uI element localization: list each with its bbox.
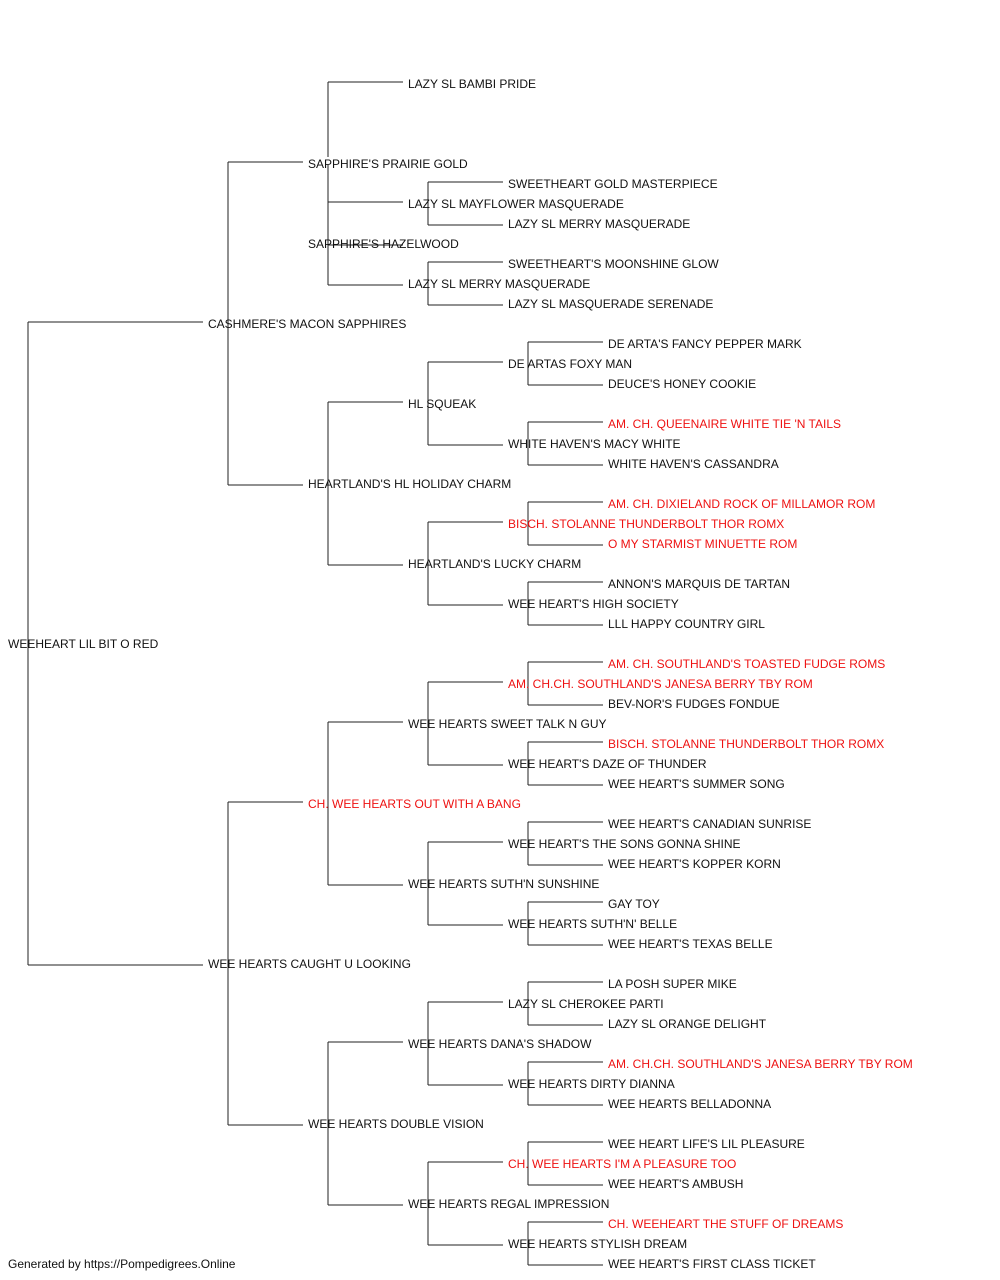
pedigree-entry: BISCH. STOLANNE THUNDERBOLT THOR ROMX	[608, 737, 885, 751]
pedigree-entry: AM. CH.CH. SOUTHLAND'S JANESA BERRY TBY …	[608, 1057, 913, 1071]
pedigree-entry: WEE HEARTS REGAL IMPRESSION	[408, 1197, 610, 1211]
pedigree-entry: DE ARTAS FOXY MAN	[508, 357, 633, 371]
pedigree-entry: HEARTLAND'S LUCKY CHARM	[408, 557, 582, 571]
pedigree-entry: WEE HEART'S TEXAS BELLE	[608, 937, 773, 951]
pedigree-entry: LAZY SL MASQUERADE SERENADE	[508, 297, 714, 311]
pedigree-entry: SAPPHIRE'S HAZELWOOD	[308, 237, 459, 251]
pedigree-entry: CASHMERE'S MACON SAPPHIRES	[208, 317, 407, 331]
pedigree-entry: WEE HEART'S DAZE OF THUNDER	[508, 757, 707, 771]
pedigree-entry: WEE HEART'S HIGH SOCIETY	[508, 597, 679, 611]
pedigree-entry: LAZY SL MAYFLOWER MASQUERADE	[408, 197, 624, 211]
pedigree-entry: BISCH. STOLANNE THUNDERBOLT THOR ROMX	[508, 517, 785, 531]
generator-credit: Generated by https://Pompedigrees.Online	[8, 1257, 236, 1271]
pedigree-entry: LAZY SL BAMBI PRIDE	[408, 77, 537, 91]
pedigree-entry: SAPPHIRE'S PRAIRIE GOLD	[308, 157, 468, 171]
pedigree-entry: WEE HEARTS SWEET TALK N GUY	[408, 717, 607, 731]
pedigree-entry: LA POSH SUPER MIKE	[608, 977, 737, 991]
pedigree-entry: SWEETHEART'S MOONSHINE GLOW	[508, 257, 719, 271]
pedigree-entry: WEEHEART LIL BIT O RED	[8, 637, 159, 651]
pedigree-entry: LAZY SL MERRY MASQUERADE	[408, 277, 591, 291]
pedigree-entry: AM. CH. QUEENAIRE WHITE TIE 'N TAILS	[608, 417, 841, 431]
pedigree-entry: SWEETHEART GOLD MASTERPIECE	[508, 177, 718, 191]
pedigree-entry: BEV-NOR'S FUDGES FONDUE	[608, 697, 780, 711]
pedigree-entry: LLL HAPPY COUNTRY GIRL	[608, 617, 765, 631]
pedigree-entry: CH. WEE HEARTS I'M A PLEASURE TOO	[508, 1157, 737, 1171]
pedigree-entry: HEARTLAND'S HL HOLIDAY CHARM	[308, 477, 512, 491]
pedigree-entry: CH. WEEHEART THE STUFF OF DREAMS	[608, 1217, 844, 1231]
pedigree-entry: WEE HEART LIFE'S LIL PLEASURE	[608, 1137, 805, 1151]
pedigree-entry: WEE HEARTS DIRTY DIANNA	[508, 1077, 675, 1091]
pedigree-entry: WEE HEART'S AMBUSH	[608, 1177, 744, 1191]
pedigree-entry: AM. CH. SOUTHLAND'S TOASTED FUDGE ROMS	[608, 657, 886, 671]
pedigree-entry: WEE HEART'S FIRST CLASS TICKET	[608, 1257, 816, 1271]
pedigree-entry: WEE HEARTS DOUBLE VISION	[308, 1117, 484, 1131]
pedigree-entry: WEE HEARTS SUTH'N SUNSHINE	[408, 877, 600, 891]
pedigree-entry: AM. CH.CH. SOUTHLAND'S JANESA BERRY TBY …	[508, 677, 813, 691]
pedigree-entry: WEE HEARTS SUTH'N' BELLE	[508, 917, 678, 931]
pedigree-entry: ANNON'S MARQUIS DE TARTAN	[608, 577, 791, 591]
pedigree-entry: CH. WEE HEARTS OUT WITH A BANG	[308, 797, 521, 811]
pedigree-entry: HL SQUEAK	[408, 397, 477, 411]
pedigree-entry: WHITE HAVEN'S CASSANDRA	[608, 457, 779, 471]
pedigree-entry: WEE HEART'S CANADIAN SUNRISE	[608, 817, 812, 831]
pedigree-entry: WEE HEART'S KOPPER KORN	[608, 857, 781, 871]
pedigree-entry: LAZY SL ORANGE DELIGHT	[608, 1017, 767, 1031]
pedigree-entry: WEE HEARTS DANA'S SHADOW	[408, 1037, 592, 1051]
pedigree-entry: WEE HEARTS BELLADONNA	[608, 1097, 772, 1111]
pedigree-entry: WEE HEARTS CAUGHT U LOOKING	[208, 957, 411, 971]
pedigree-entry: DEUCE'S HONEY COOKIE	[608, 377, 757, 391]
pedigree-entry: LAZY SL CHEROKEE PARTI	[508, 997, 664, 1011]
pedigree-entry: AM. CH. DIXIELAND ROCK OF MILLAMOR ROM	[608, 497, 876, 511]
pedigree-entry: WEE HEARTS STYLISH DREAM	[508, 1237, 688, 1251]
pedigree-entry: DE ARTA'S FANCY PEPPER MARK	[608, 337, 802, 351]
pedigree-entry: WEE HEART'S THE SONS GONNA SHINE	[508, 837, 741, 851]
pedigree-entry: O MY STARMIST MINUETTE ROM	[608, 537, 798, 551]
pedigree-entry: GAY TOY	[608, 897, 660, 911]
pedigree-entry: WEE HEART'S SUMMER SONG	[608, 777, 785, 791]
pedigree-entry: WHITE HAVEN'S MACY WHITE	[508, 437, 681, 451]
pedigree-entry: LAZY SL MERRY MASQUERADE	[508, 217, 691, 231]
